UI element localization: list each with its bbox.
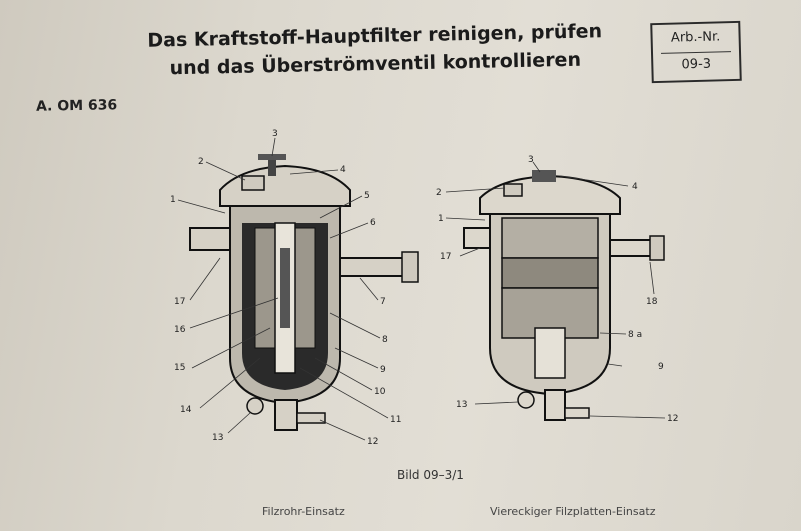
- filter-illustration: 1 2 3 4 5 6 7 8 9 10 11 12 13 14 15 16 1: [170, 129, 678, 447]
- page-title: Das Kraftstoff-Hauptfilter reinigen, prü…: [109, 16, 640, 83]
- figure-caption: Bild 09–3/1: [397, 468, 464, 482]
- work-number-label: Arb.-Nr.: [670, 29, 721, 46]
- right-label-9: 9: [658, 362, 664, 372]
- right-label-3: 3: [528, 155, 534, 165]
- filter-figure: 1 2 3 4 5 6 7 8 9 10 11 12 13 14 15 16 1: [150, 128, 710, 448]
- right-label-18: 18: [646, 297, 658, 307]
- right-label-4: 4: [632, 182, 638, 192]
- right-label-2: 2: [436, 188, 442, 198]
- left-label-12: 12: [367, 437, 378, 447]
- left-label-5: 5: [364, 191, 370, 201]
- left-label-13: 13: [212, 433, 223, 443]
- work-number-box: Arb.-Nr. 09-3: [650, 20, 742, 84]
- right-filter-drawing: 1 2 3 4 8 a 9 12 13 17 18: [436, 155, 678, 424]
- left-label-17: 17: [174, 297, 185, 307]
- left-label-4: 4: [340, 165, 346, 175]
- work-number-value: 09-3: [681, 56, 712, 73]
- left-label-7: 7: [380, 297, 386, 307]
- section-heading: A. OM 636: [35, 97, 118, 115]
- left-label-11: 11: [390, 415, 401, 425]
- right-label-17: 17: [440, 252, 451, 262]
- right-label-13: 13: [456, 400, 467, 410]
- left-label-1: 1: [170, 195, 176, 205]
- left-label-9: 9: [380, 365, 386, 375]
- left-filter-drawing: 1 2 3 4 5 6 7 8 9 10 11 12 13 14 15 16 1: [170, 129, 419, 447]
- right-label-1: 1: [438, 214, 444, 224]
- left-label-2: 2: [198, 157, 204, 167]
- subcaption-right: Viereckiger Filzplatten-Einsatz: [490, 505, 656, 518]
- left-label-10: 10: [374, 387, 386, 397]
- left-label-8: 8: [382, 335, 388, 345]
- left-label-3: 3: [272, 129, 278, 139]
- left-label-16: 16: [174, 325, 186, 335]
- work-number-divider: [661, 51, 732, 54]
- right-label-12: 12: [667, 414, 678, 424]
- right-label-8a: 8 a: [628, 330, 642, 340]
- subcaption-left: Filzrohr-Einsatz: [262, 505, 345, 518]
- left-label-15: 15: [174, 363, 185, 373]
- left-label-6: 6: [370, 218, 376, 228]
- left-label-14: 14: [180, 405, 192, 415]
